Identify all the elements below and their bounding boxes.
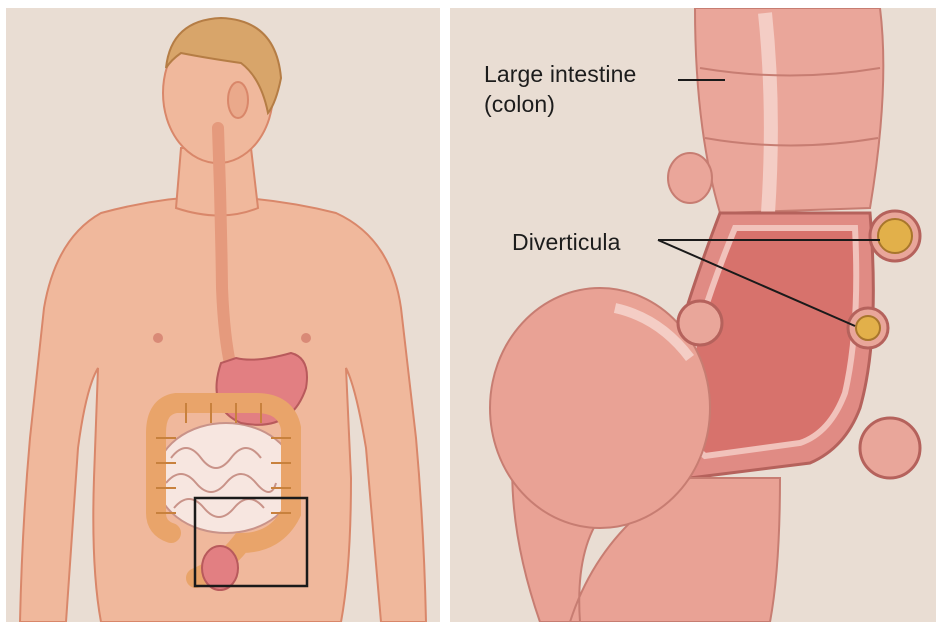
rectum [202,546,238,590]
body-figure-panel [6,8,440,622]
outpouching-upper-left [668,153,712,203]
diverticulum-left [678,301,722,345]
ear [228,82,248,118]
colon-closeup-panel: Large intestine (colon) Diverticula [450,8,936,622]
small-intestine [156,423,296,533]
diverticulum-lower-core [856,316,880,340]
nipple-left [153,333,163,343]
colon-band [765,13,771,213]
diverticula-label: Diverticula [512,228,620,256]
nipple-right [301,333,311,343]
large-intestine-label: Large intestine [484,60,636,88]
diverticulum-upper-core [878,219,912,253]
diverticulum-right-bottom [860,418,920,478]
colon-label: (colon) [484,90,555,118]
upper-colon-segment [695,8,883,213]
body-figure-illustration [6,8,440,622]
